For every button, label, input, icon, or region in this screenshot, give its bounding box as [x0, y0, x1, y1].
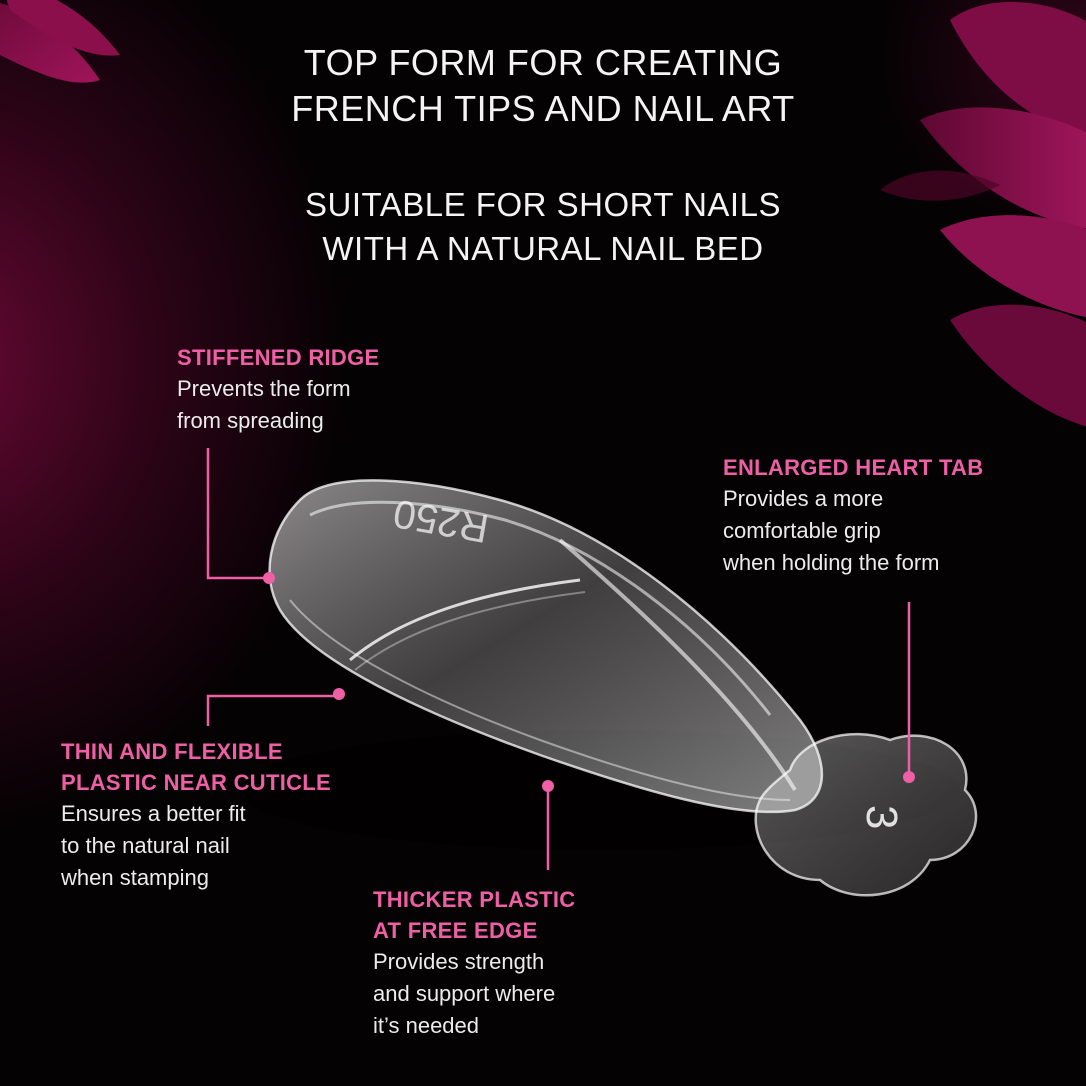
- leader-dots: [263, 572, 915, 792]
- sub-headline: SUITABLE FOR SHORT NAILS WITH A NATURAL …: [0, 183, 1086, 271]
- callout-thin-flexible-plastic: THIN AND FLEXIBLE PLASTIC NEAR CUTICLE E…: [61, 736, 331, 894]
- callout-title: ENLARGED HEART TAB: [723, 455, 984, 480]
- leader-dot-icon: [263, 572, 275, 584]
- callout-enlarged-heart-tab: ENLARGED HEART TAB Provides a more comfo…: [723, 452, 983, 579]
- leader-line-stiffened-ridge: [206, 448, 268, 580]
- leader-line-thin-plastic: [206, 694, 338, 726]
- leader-dot-icon: [333, 688, 345, 700]
- size-label: 3: [857, 805, 906, 829]
- callout-text-line: Prevents the form: [177, 376, 351, 401]
- leader-dot-icon: [542, 780, 554, 792]
- callout-text-line: when holding the form: [723, 550, 940, 575]
- callout-text-line: when stamping: [61, 865, 209, 890]
- callout-text-line: from spreading: [177, 408, 324, 433]
- callout-text-line: and support where: [373, 981, 556, 1006]
- leader-dot-icon: [903, 771, 915, 783]
- callout-title-line: THICKER PLASTIC: [373, 887, 576, 912]
- leader-lines: [206, 448, 911, 870]
- callout-text-line: Provides strength: [373, 949, 545, 974]
- callout-thicker-plastic: THICKER PLASTIC AT FREE EDGE Provides st…: [373, 884, 576, 1042]
- headline-line-4: WITH A NATURAL NAIL BED: [322, 230, 764, 267]
- callout-text-line: Ensures a better fit: [61, 801, 246, 826]
- main-headline: TOP FORM FOR CREATING FRENCH TIPS AND NA…: [0, 40, 1086, 132]
- callout-text-line: Provides a more: [723, 486, 884, 511]
- callout-text-line: comfortable grip: [723, 518, 881, 543]
- callout-stiffened-ridge: STIFFENED RIDGE Prevents the form from s…: [177, 342, 380, 437]
- callout-title-line: AT FREE EDGE: [373, 918, 538, 943]
- flower-petals-top-left-icon: [0, 0, 120, 83]
- callout-title: STIFFENED RIDGE: [177, 345, 380, 370]
- headline-line-3: SUITABLE FOR SHORT NAILS: [305, 186, 781, 223]
- headline-line-1: TOP FORM FOR CREATING: [303, 42, 783, 83]
- flower-petals-right-icon: [880, 1, 1086, 427]
- callout-text-line: it’s needed: [373, 1013, 480, 1038]
- callout-title-line: THIN AND FLEXIBLE: [61, 739, 283, 764]
- callout-text-line: to the natural nail: [61, 833, 230, 858]
- callout-title-line: PLASTIC NEAR CUTICLE: [61, 770, 331, 795]
- headline-line-2: FRENCH TIPS AND NAIL ART: [291, 88, 795, 129]
- heart-tab: [754, 732, 978, 897]
